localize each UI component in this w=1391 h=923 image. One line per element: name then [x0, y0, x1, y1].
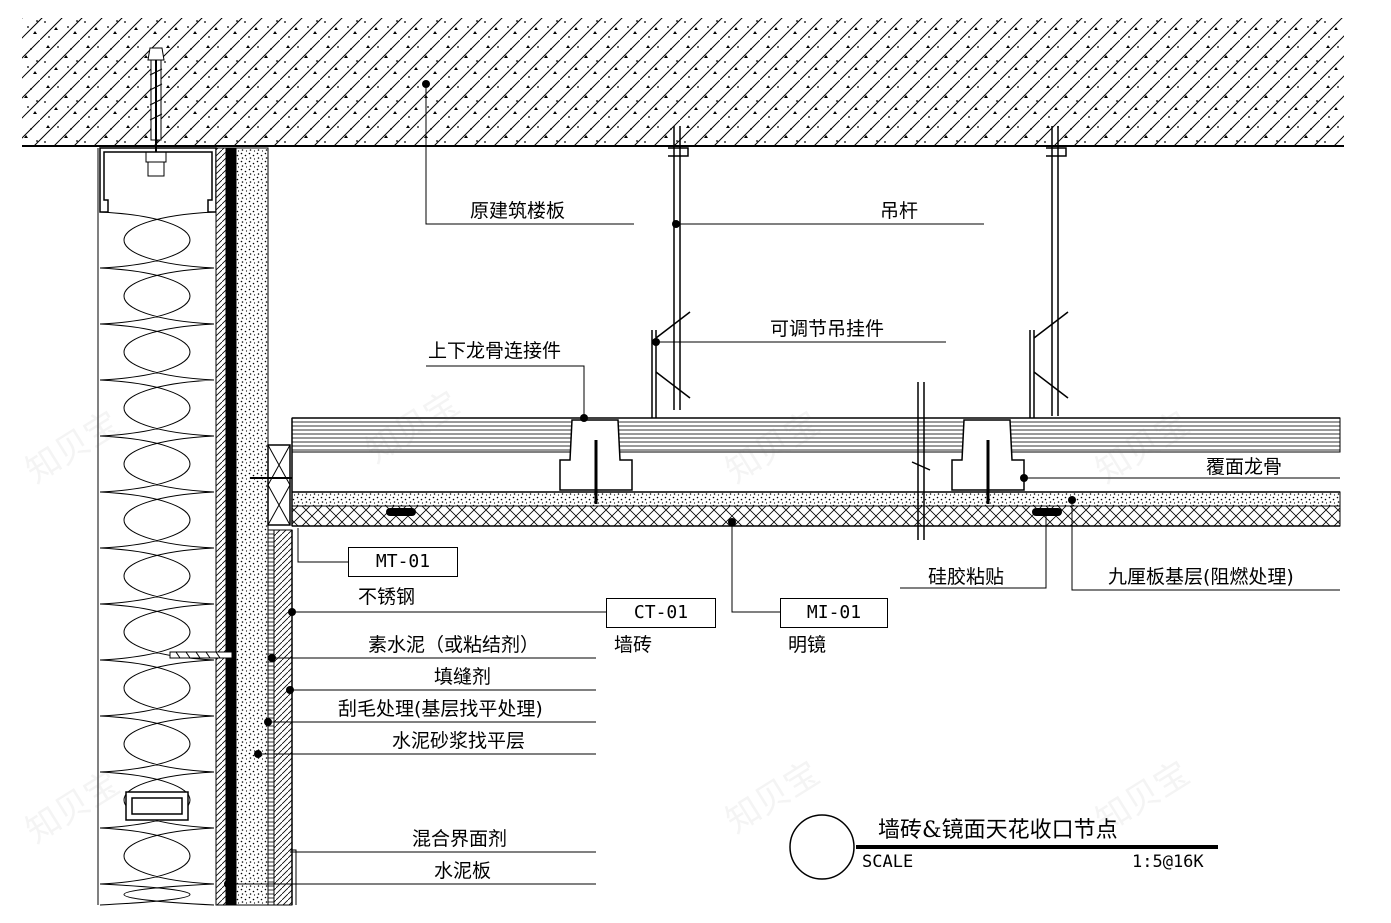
leader-lines [228, 84, 1340, 885]
label-silicone: 硅胶粘贴 [928, 566, 1005, 588]
label-cement-board: 水泥板 [434, 860, 492, 882]
label-cover-keel: 覆面龙骨 [1206, 456, 1283, 478]
label-tile: 墙砖 [614, 634, 653, 656]
anchor-bolt-icon [145, 47, 167, 177]
keel-connectors [559, 419, 1025, 504]
screw-icon [169, 477, 292, 659]
section-bubble-icon [789, 814, 1218, 880]
label-interface-agent: 混合界面剂 [412, 828, 508, 850]
code-mt01: MT-01 [348, 547, 458, 577]
label-mirror: 明镜 [788, 634, 827, 656]
leader-dots [224, 80, 1076, 888]
code-mi01: MI-01 [780, 598, 888, 628]
label-adjustable-hanger: 可调节吊挂件 [770, 318, 885, 340]
scale-value: 1:5@16K [1132, 852, 1204, 872]
drawing-title: 墙砖&镜面天花收口节点 [878, 818, 1118, 843]
wall-stud [125, 791, 189, 821]
hanger-rods [651, 126, 1069, 540]
label-grout: 填缝剂 [434, 666, 492, 688]
label-slab: 原建筑楼板 [470, 200, 566, 222]
label-hanger-rod: 吊杆 [880, 200, 919, 222]
label-plywood: 九厘板基层(阻燃处理) [1108, 566, 1294, 588]
label-stainless: 不锈钢 [358, 586, 416, 608]
label-scrape: 刮毛处理(基层找平处理) [338, 698, 543, 720]
ceiling-system [291, 417, 1341, 527]
label-mortar: 水泥砂浆找平层 [392, 730, 526, 752]
silicone-pads [386, 508, 1062, 516]
floor-slab [22, 18, 1344, 147]
code-ct01: CT-01 [606, 598, 716, 628]
wall-layers [215, 147, 297, 906]
label-connector: 上下龙骨连接件 [428, 340, 562, 362]
scale-label: SCALE [862, 852, 914, 872]
label-cement-paste: 素水泥（或粘结剂） [368, 634, 540, 656]
